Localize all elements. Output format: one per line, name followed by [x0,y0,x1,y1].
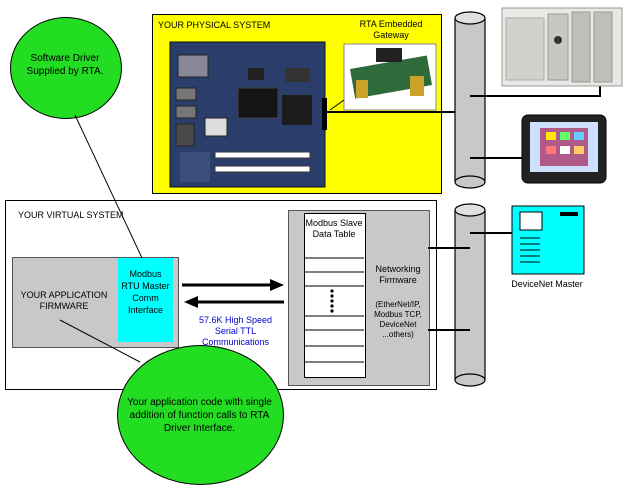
plc-rack-image [501,7,623,87]
slave-data-table-label: Modbus Slave Data Table [305,218,363,239]
slave-data-table [304,213,366,378]
app-code-bubble [117,345,284,485]
protocols-label: (EtherNet/IP, Modbus TCP, DeviceNet ...o… [374,300,422,339]
gateway-label: RTA Embedded Gateway [359,19,423,40]
driver-bubble-text: Software Driver Supplied by RTA. [26,53,104,77]
application-firmware-label: YOUR APPLICATION FIRMWARE [20,290,108,311]
modbus-interface-label: Modbus RTU Master Comm Interface [121,269,170,315]
devicenet-top-label: DeviceNet [463,72,475,126]
devicenet-bottom-label: DeviceNet [463,266,475,320]
physical-system-title: YOUR PHYSICAL SYSTEM [158,20,271,30]
driver-bubble [10,17,122,119]
networking-firmware-label: Networking Firmware [375,264,421,285]
physical-system-panel [152,14,442,194]
virtual-system-title: YOUR VIRTUAL SYSTEM [18,210,124,220]
plc-bus-line [470,80,601,97]
hmi-panel-image [521,114,607,184]
app-code-bubble-text: Your application code with single additi… [127,397,272,434]
devicenet-master-image [511,205,585,275]
devicenet-master-label: DeviceNet Master [511,279,583,289]
comm-speed-label: 57.6K High Speed Serial TTL Communicatio… [198,315,273,347]
